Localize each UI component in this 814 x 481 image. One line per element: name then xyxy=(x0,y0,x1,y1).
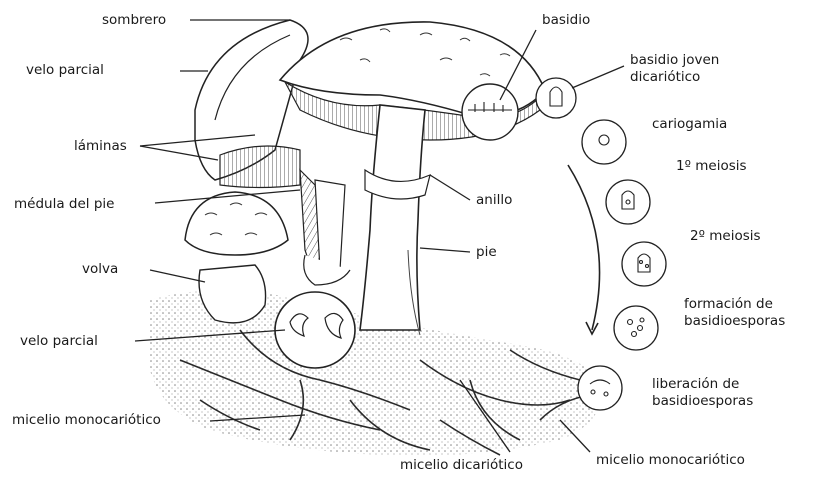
label-micelio-monocariotico-right: micelio monocariótico xyxy=(596,452,745,469)
label-stage-basidio-joven: basidio joven dicariótico xyxy=(630,52,719,86)
label-micelio-monocariotico-left: micelio monocariótico xyxy=(12,412,161,429)
label-stage-2-meiosis: 2º meiosis xyxy=(690,228,761,245)
label-medula-del-pie: médula del pie xyxy=(14,196,114,213)
egg-primordium xyxy=(275,292,355,368)
label-stage-cariogamia: cariogamia xyxy=(652,116,727,133)
label-velo-parcial-bottom: velo parcial xyxy=(20,333,98,350)
label-anillo: anillo xyxy=(476,192,512,209)
label-volva: volva xyxy=(82,261,118,278)
label-basidio: basidio xyxy=(542,12,590,29)
label-stage-1-meiosis: 1º meiosis xyxy=(676,158,747,175)
label-velo-parcial-top: velo parcial xyxy=(26,62,104,79)
label-sombrero: sombrero xyxy=(102,12,166,29)
label-laminas: láminas xyxy=(74,138,127,155)
main-mushroom xyxy=(280,22,545,335)
cycle-arrow xyxy=(568,165,600,334)
label-pie: pie xyxy=(476,244,497,261)
label-stage-formacion: formación de basidioesporas xyxy=(684,296,785,330)
label-micelio-dicariotico: micelio dicariótico xyxy=(400,457,523,474)
label-stage-liberacion: liberación de basidioesporas xyxy=(652,376,753,410)
